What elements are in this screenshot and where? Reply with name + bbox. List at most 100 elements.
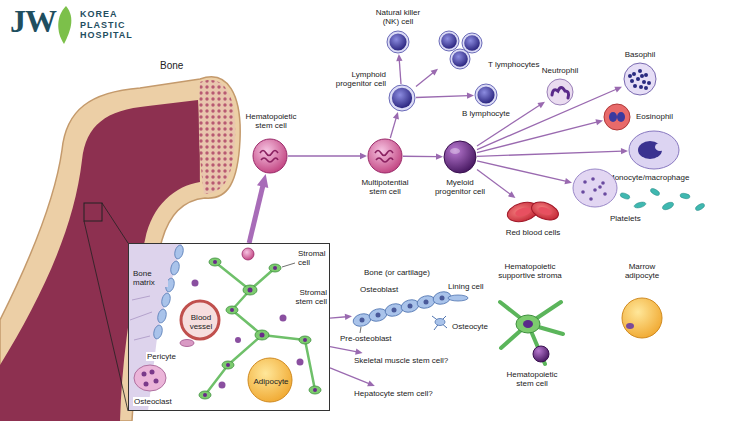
marrow-inset-drawing-part-part <box>313 388 317 392</box>
cell-node: Eosinophil <box>603 103 631 131</box>
connector-line <box>330 347 357 352</box>
platelet-fragments-part <box>680 193 691 200</box>
marrow-inset-drawing-part-part <box>299 336 311 344</box>
tcell-cell-art-part <box>450 49 470 69</box>
marrow-inset-drawing-part-part <box>226 306 238 314</box>
arrowhead <box>367 380 375 386</box>
cell-node: Basophil <box>622 62 658 96</box>
cell-node: Monocyte/macrophage <box>628 130 680 170</box>
cell-label: Adipocyte <box>249 377 293 386</box>
cell-label: Marrow adipocyte <box>612 262 672 280</box>
cell-label: B lymphocyte <box>458 109 514 118</box>
osteoblast-chain-part-part <box>440 296 445 301</box>
arrowhead <box>537 102 545 108</box>
eos-cell-art <box>603 103 631 131</box>
cell-node: Multipotential stem cell <box>367 138 403 174</box>
cell-label: Basophil <box>615 50 665 59</box>
connector-arrow <box>330 368 375 386</box>
osteoblast-chain-part <box>448 295 468 301</box>
plat-cell-art-part <box>593 188 597 192</box>
eos-cell-art-part <box>609 112 617 122</box>
marrow-inset-drawing-part-part <box>297 359 304 366</box>
platelet-fragments-part <box>661 201 674 212</box>
cell-label: Monocyte/macrophage <box>608 173 708 182</box>
tcell-cell-art-part <box>439 31 459 51</box>
lym-cell-art-part <box>475 84 497 106</box>
stroma-cell-art-part <box>500 302 563 364</box>
platelet-fragments-part <box>634 201 647 209</box>
marrow-inset-drawing-part-part <box>226 363 230 367</box>
cell-label: Pericyte <box>146 352 182 361</box>
rbc-cell-art <box>505 198 561 224</box>
baso-cell-art-part <box>644 73 648 77</box>
arrowhead <box>508 191 516 198</box>
osteoblast-chain-part-part <box>400 298 420 314</box>
logo-leaf <box>58 6 71 44</box>
hsc-cell-art <box>367 138 403 174</box>
baso-cell-art-part <box>644 86 648 90</box>
baso-cell-art-part <box>638 69 642 73</box>
arrowhead <box>345 314 352 320</box>
neut-cell-art <box>545 78 575 106</box>
baso-cell-art-part <box>633 84 637 88</box>
marrow-inset-drawing-part-part <box>160 292 171 308</box>
node-text: Skeletal muscle stem cell? <box>354 356 448 365</box>
marrow-inset-drawing-part-part <box>222 361 234 369</box>
lym-cell-art <box>386 30 410 54</box>
cell-label: Lining cell <box>448 282 492 291</box>
platelet-fragments-part <box>619 192 630 200</box>
connector-line <box>477 89 617 150</box>
baso-cell-art-part <box>647 81 651 85</box>
arrowhead <box>360 153 367 159</box>
connector-arrow <box>477 119 603 152</box>
plat-cell-art-part <box>591 177 595 181</box>
osteoblast-chain-part <box>360 327 361 333</box>
cell-label: Hematopoietic stem cell <box>236 112 306 130</box>
connector-arrow <box>416 69 438 87</box>
marrow-inset-drawing-part <box>130 296 152 340</box>
stroma-cell-art-part <box>516 315 540 333</box>
osteoblast-chain-part <box>352 290 452 328</box>
hsc-cell-art-part <box>253 139 287 173</box>
edge-label: Stromal stem cell <box>284 288 328 306</box>
cell-label: Platelets <box>610 214 650 223</box>
tcell-cell-art <box>438 30 484 70</box>
arrowhead <box>621 148 628 154</box>
arrowhead <box>467 93 474 99</box>
cell-label: Pre-osteoblast <box>340 334 400 343</box>
cell-node: Red blood cells <box>505 198 561 224</box>
rbc-cell-art-part <box>514 206 532 218</box>
adipo-cell-art <box>620 296 664 340</box>
marrow-inset-drawing-part-part <box>169 260 180 276</box>
cell-label: Lymphoid progenitor cell <box>334 70 386 88</box>
arrowhead <box>396 54 402 61</box>
stroma-cell-art <box>495 296 565 368</box>
hsc-cell-art <box>252 138 288 174</box>
plat-cell-art-part <box>603 192 607 196</box>
osteoblast-chain-part-part <box>376 313 381 318</box>
marrow-inset-drawing-part-part <box>209 258 221 266</box>
connector-arrow <box>416 93 474 99</box>
stroma-cell-art-part <box>523 320 533 328</box>
marrow-inset-drawing-part <box>180 340 194 347</box>
marrow-inset-drawing-part-part <box>219 382 226 389</box>
marrow-inset-drawing-part <box>142 370 159 387</box>
tcell-cell-art-part <box>441 33 457 49</box>
cell-node: Platelets <box>572 168 618 208</box>
osteoblast-chain-part <box>435 319 445 326</box>
bone-label: Bone <box>160 60 183 72</box>
cell-node: Neutrophil <box>545 78 575 106</box>
cell-label: Osteoclast <box>133 397 175 406</box>
question-node: Hepatocyte stem cell? <box>352 386 435 401</box>
connector-line <box>288 155 361 156</box>
connector-line <box>416 96 468 98</box>
marrow-inset-drawing-part <box>128 243 330 411</box>
stroma-cell-art-part <box>533 346 549 362</box>
cell-label: T lymphocytes <box>488 60 548 69</box>
baso-cell-art-part <box>628 74 632 78</box>
cell-label: Blood vessel <box>185 313 217 331</box>
marrow-inset-drawing-part <box>248 358 292 402</box>
cell-label: Hematopoietic supportive stroma <box>492 262 568 280</box>
lym-cell-art <box>388 84 416 112</box>
cell-label: Stromal cell <box>297 249 329 267</box>
